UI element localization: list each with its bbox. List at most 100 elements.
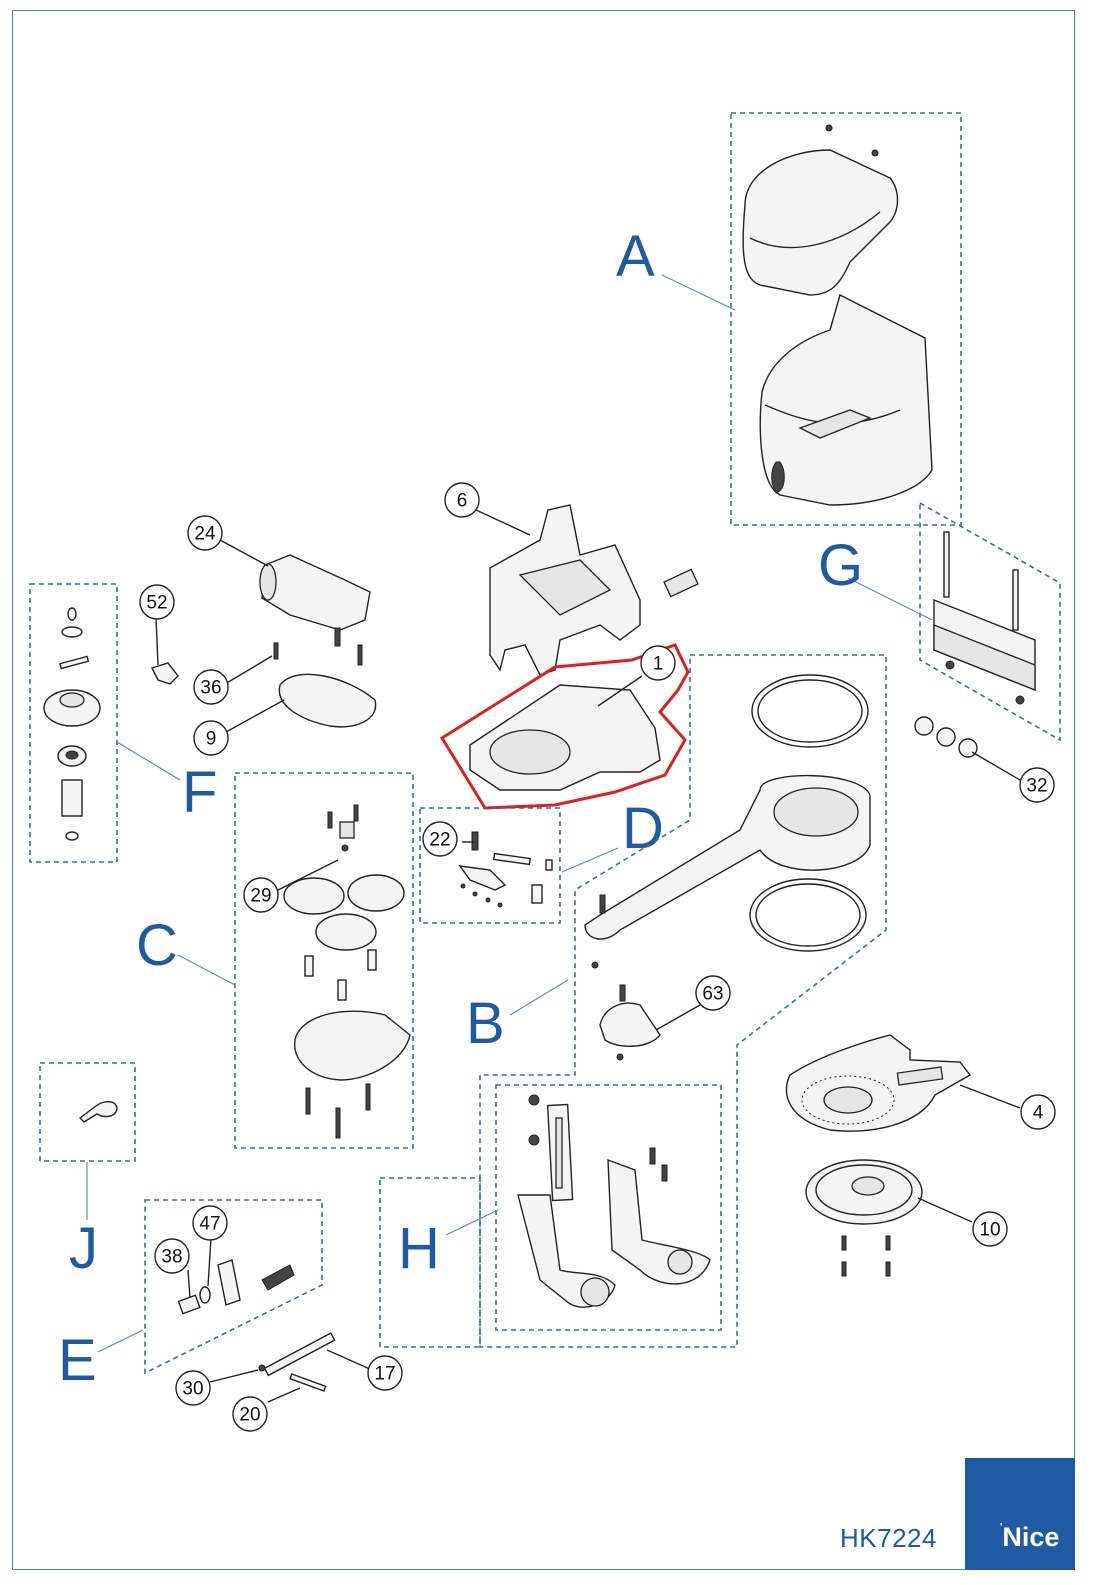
brand-name: Nice bbox=[1002, 1522, 1060, 1552]
nut bbox=[1015, 695, 1025, 705]
leader-32 bbox=[971, 751, 1021, 781]
disc-10 bbox=[805, 1159, 973, 1277]
screw bbox=[327, 811, 333, 829]
screw-36 bbox=[273, 642, 279, 660]
group-F-label: F bbox=[182, 760, 217, 825]
callout-4: 4 bbox=[1020, 1094, 1056, 1130]
callout-6-text: 6 bbox=[457, 491, 468, 512]
pin-dot bbox=[460, 883, 466, 889]
callout-17: 17 bbox=[367, 1355, 403, 1391]
callout-29: 29 bbox=[243, 877, 279, 913]
group-J: J bbox=[39, 1062, 136, 1281]
top-cover-edge bbox=[749, 211, 881, 249]
pin bbox=[367, 949, 377, 971]
group-A-box bbox=[730, 112, 962, 526]
callout-63-text: 63 bbox=[702, 984, 723, 1005]
o-ring-top bbox=[751, 674, 869, 748]
group-H: H bbox=[379, 1084, 722, 1348]
brand-logo: 'Nice bbox=[1000, 1522, 1059, 1553]
leader-20 bbox=[267, 1387, 301, 1403]
bolt bbox=[619, 984, 626, 1002]
keyhole-slot bbox=[771, 461, 785, 493]
callout-32: 32 bbox=[1019, 767, 1055, 803]
group-J-box bbox=[39, 1062, 136, 1162]
group-A-label: A bbox=[616, 224, 655, 289]
callout-1-text: 1 bbox=[653, 654, 664, 675]
group-H-leader bbox=[445, 1209, 499, 1236]
nut bbox=[945, 660, 955, 670]
group-F: F bbox=[29, 583, 217, 863]
washer bbox=[914, 716, 934, 736]
callout-24: 24 bbox=[187, 515, 223, 551]
bolt bbox=[305, 1087, 311, 1115]
gasket-9 bbox=[278, 673, 377, 728]
pin-small bbox=[545, 859, 553, 871]
motor-endcap bbox=[259, 563, 277, 601]
group-G: G bbox=[818, 501, 1061, 742]
o-ring-bottom-inner bbox=[755, 883, 861, 947]
leader-1 bbox=[597, 675, 643, 707]
group-H-box bbox=[495, 1084, 722, 1331]
brand-tick-icon: ' bbox=[1000, 1522, 1003, 1533]
callout-20-text: 20 bbox=[239, 1405, 260, 1426]
group-B-leader bbox=[509, 979, 569, 1016]
group-C-label: C bbox=[136, 913, 178, 978]
cam-63 bbox=[599, 984, 701, 1061]
housing-opening bbox=[798, 409, 872, 439]
leader-36 bbox=[224, 655, 273, 685]
pin bbox=[67, 607, 77, 621]
leader-30 bbox=[209, 1369, 259, 1383]
group-H-connector bbox=[379, 1177, 481, 1348]
top-cover bbox=[742, 149, 899, 296]
callout-22: 22 bbox=[422, 821, 458, 857]
screw bbox=[841, 1261, 847, 1277]
leader-52 bbox=[155, 617, 159, 666]
bolt bbox=[599, 894, 606, 914]
callout-4-text: 4 bbox=[1033, 1103, 1044, 1124]
callout-9: 9 bbox=[193, 720, 229, 756]
nut bbox=[528, 1094, 540, 1106]
pinion-shaft bbox=[61, 779, 83, 817]
group-B-box bbox=[479, 654, 887, 1348]
group-G-box bbox=[919, 501, 1061, 742]
release-key bbox=[78, 1101, 118, 1123]
encoder-slot bbox=[896, 1066, 944, 1086]
encoder-teeth bbox=[801, 1075, 895, 1125]
callout-38: 38 bbox=[154, 1238, 190, 1274]
plate-hole bbox=[667, 1249, 693, 1275]
leader-24 bbox=[219, 539, 269, 567]
pin-dot bbox=[472, 891, 478, 897]
planet-carrier bbox=[294, 1010, 411, 1081]
group-D-leader bbox=[561, 847, 619, 873]
shafts-17-20-30 bbox=[209, 1332, 373, 1403]
frame-recess bbox=[518, 559, 612, 616]
o-ring-bottom bbox=[749, 878, 867, 952]
motor-24 bbox=[219, 539, 371, 666]
cam-body bbox=[599, 1002, 661, 1048]
group-B-label: B bbox=[466, 991, 505, 1056]
callout-24-text: 24 bbox=[194, 524, 216, 545]
group-E: E bbox=[58, 1199, 323, 1393]
long-bolt bbox=[943, 531, 950, 598]
callout-52: 52 bbox=[139, 584, 175, 620]
group-B: B bbox=[466, 654, 887, 1348]
group-A: A bbox=[616, 112, 962, 526]
planet-gear bbox=[347, 874, 405, 912]
group-F-box bbox=[29, 583, 118, 863]
shaft-17 bbox=[263, 1332, 336, 1377]
callout-10-text: 10 bbox=[979, 1220, 1000, 1241]
nut bbox=[528, 1134, 540, 1146]
lever bbox=[217, 1259, 241, 1306]
pin bbox=[304, 955, 314, 977]
nut bbox=[591, 961, 599, 969]
bolt bbox=[661, 1164, 668, 1182]
screw bbox=[357, 644, 363, 666]
gearbox-frame-6 bbox=[475, 504, 699, 676]
ring-gear bbox=[773, 787, 859, 837]
bushing bbox=[65, 831, 79, 841]
bolt bbox=[471, 831, 479, 851]
group-E-label: E bbox=[58, 1328, 97, 1393]
pin-30 bbox=[258, 1364, 266, 1372]
leader-6 bbox=[475, 509, 531, 536]
